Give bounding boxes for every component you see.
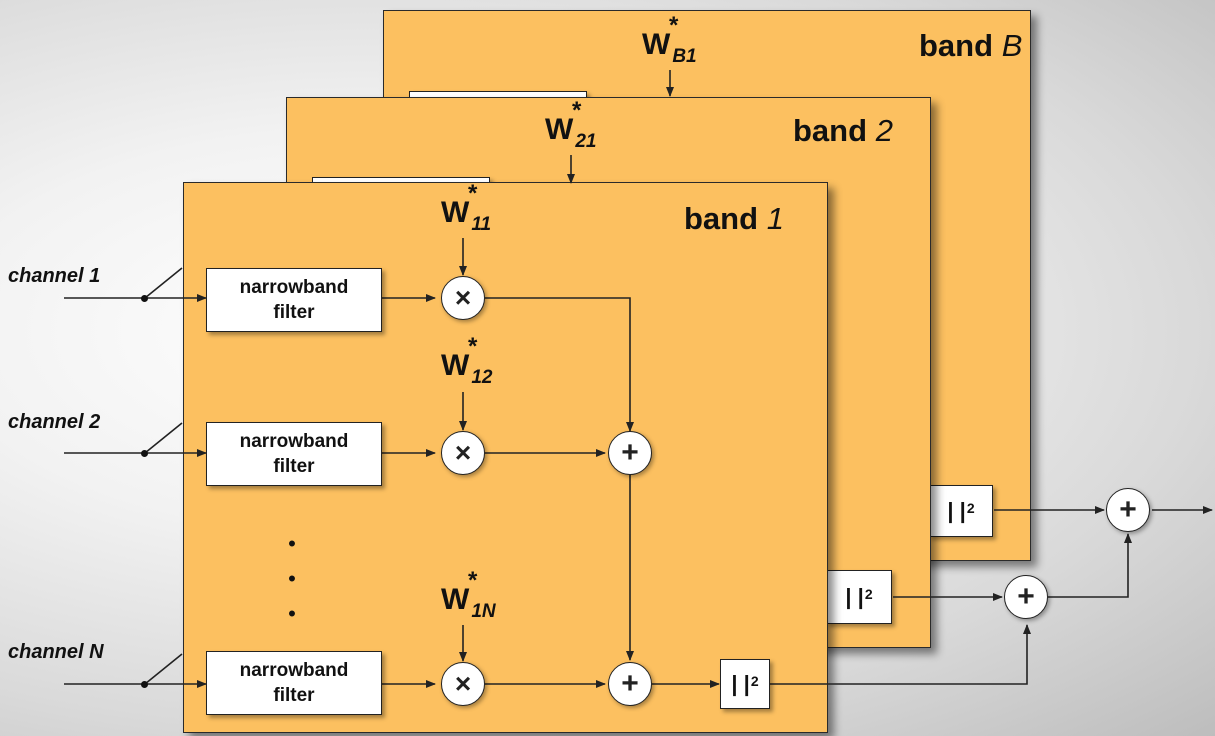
adder-final: +	[1106, 488, 1150, 532]
band-b-magnitude-box: | |2	[929, 485, 993, 537]
channel-ellipsis: •••	[288, 531, 296, 626]
channel-n-label: channel N	[8, 641, 104, 663]
adder-band1-channel2: +	[608, 431, 652, 475]
channel-2-label: channel 2	[8, 411, 101, 433]
band-b-label: band B	[919, 28, 1023, 63]
channel-1-label: channel 1	[8, 265, 101, 287]
channel-1-junction	[141, 295, 148, 302]
multiplier-2: ×	[441, 431, 485, 475]
channel-2-junction	[141, 450, 148, 457]
band-1-label: band 1	[684, 201, 784, 236]
band-1-magnitude-box: | |2	[720, 659, 770, 709]
multiplier-n: ×	[441, 662, 485, 706]
channel-n-junction	[141, 681, 148, 688]
band-2-label: band 2	[793, 113, 893, 148]
adder-band1-channeln: +	[608, 662, 652, 706]
adder-bands-1-2: +	[1004, 575, 1048, 619]
band-2-magnitude-box: | |2	[826, 570, 892, 624]
multiplier-1: ×	[441, 276, 485, 320]
